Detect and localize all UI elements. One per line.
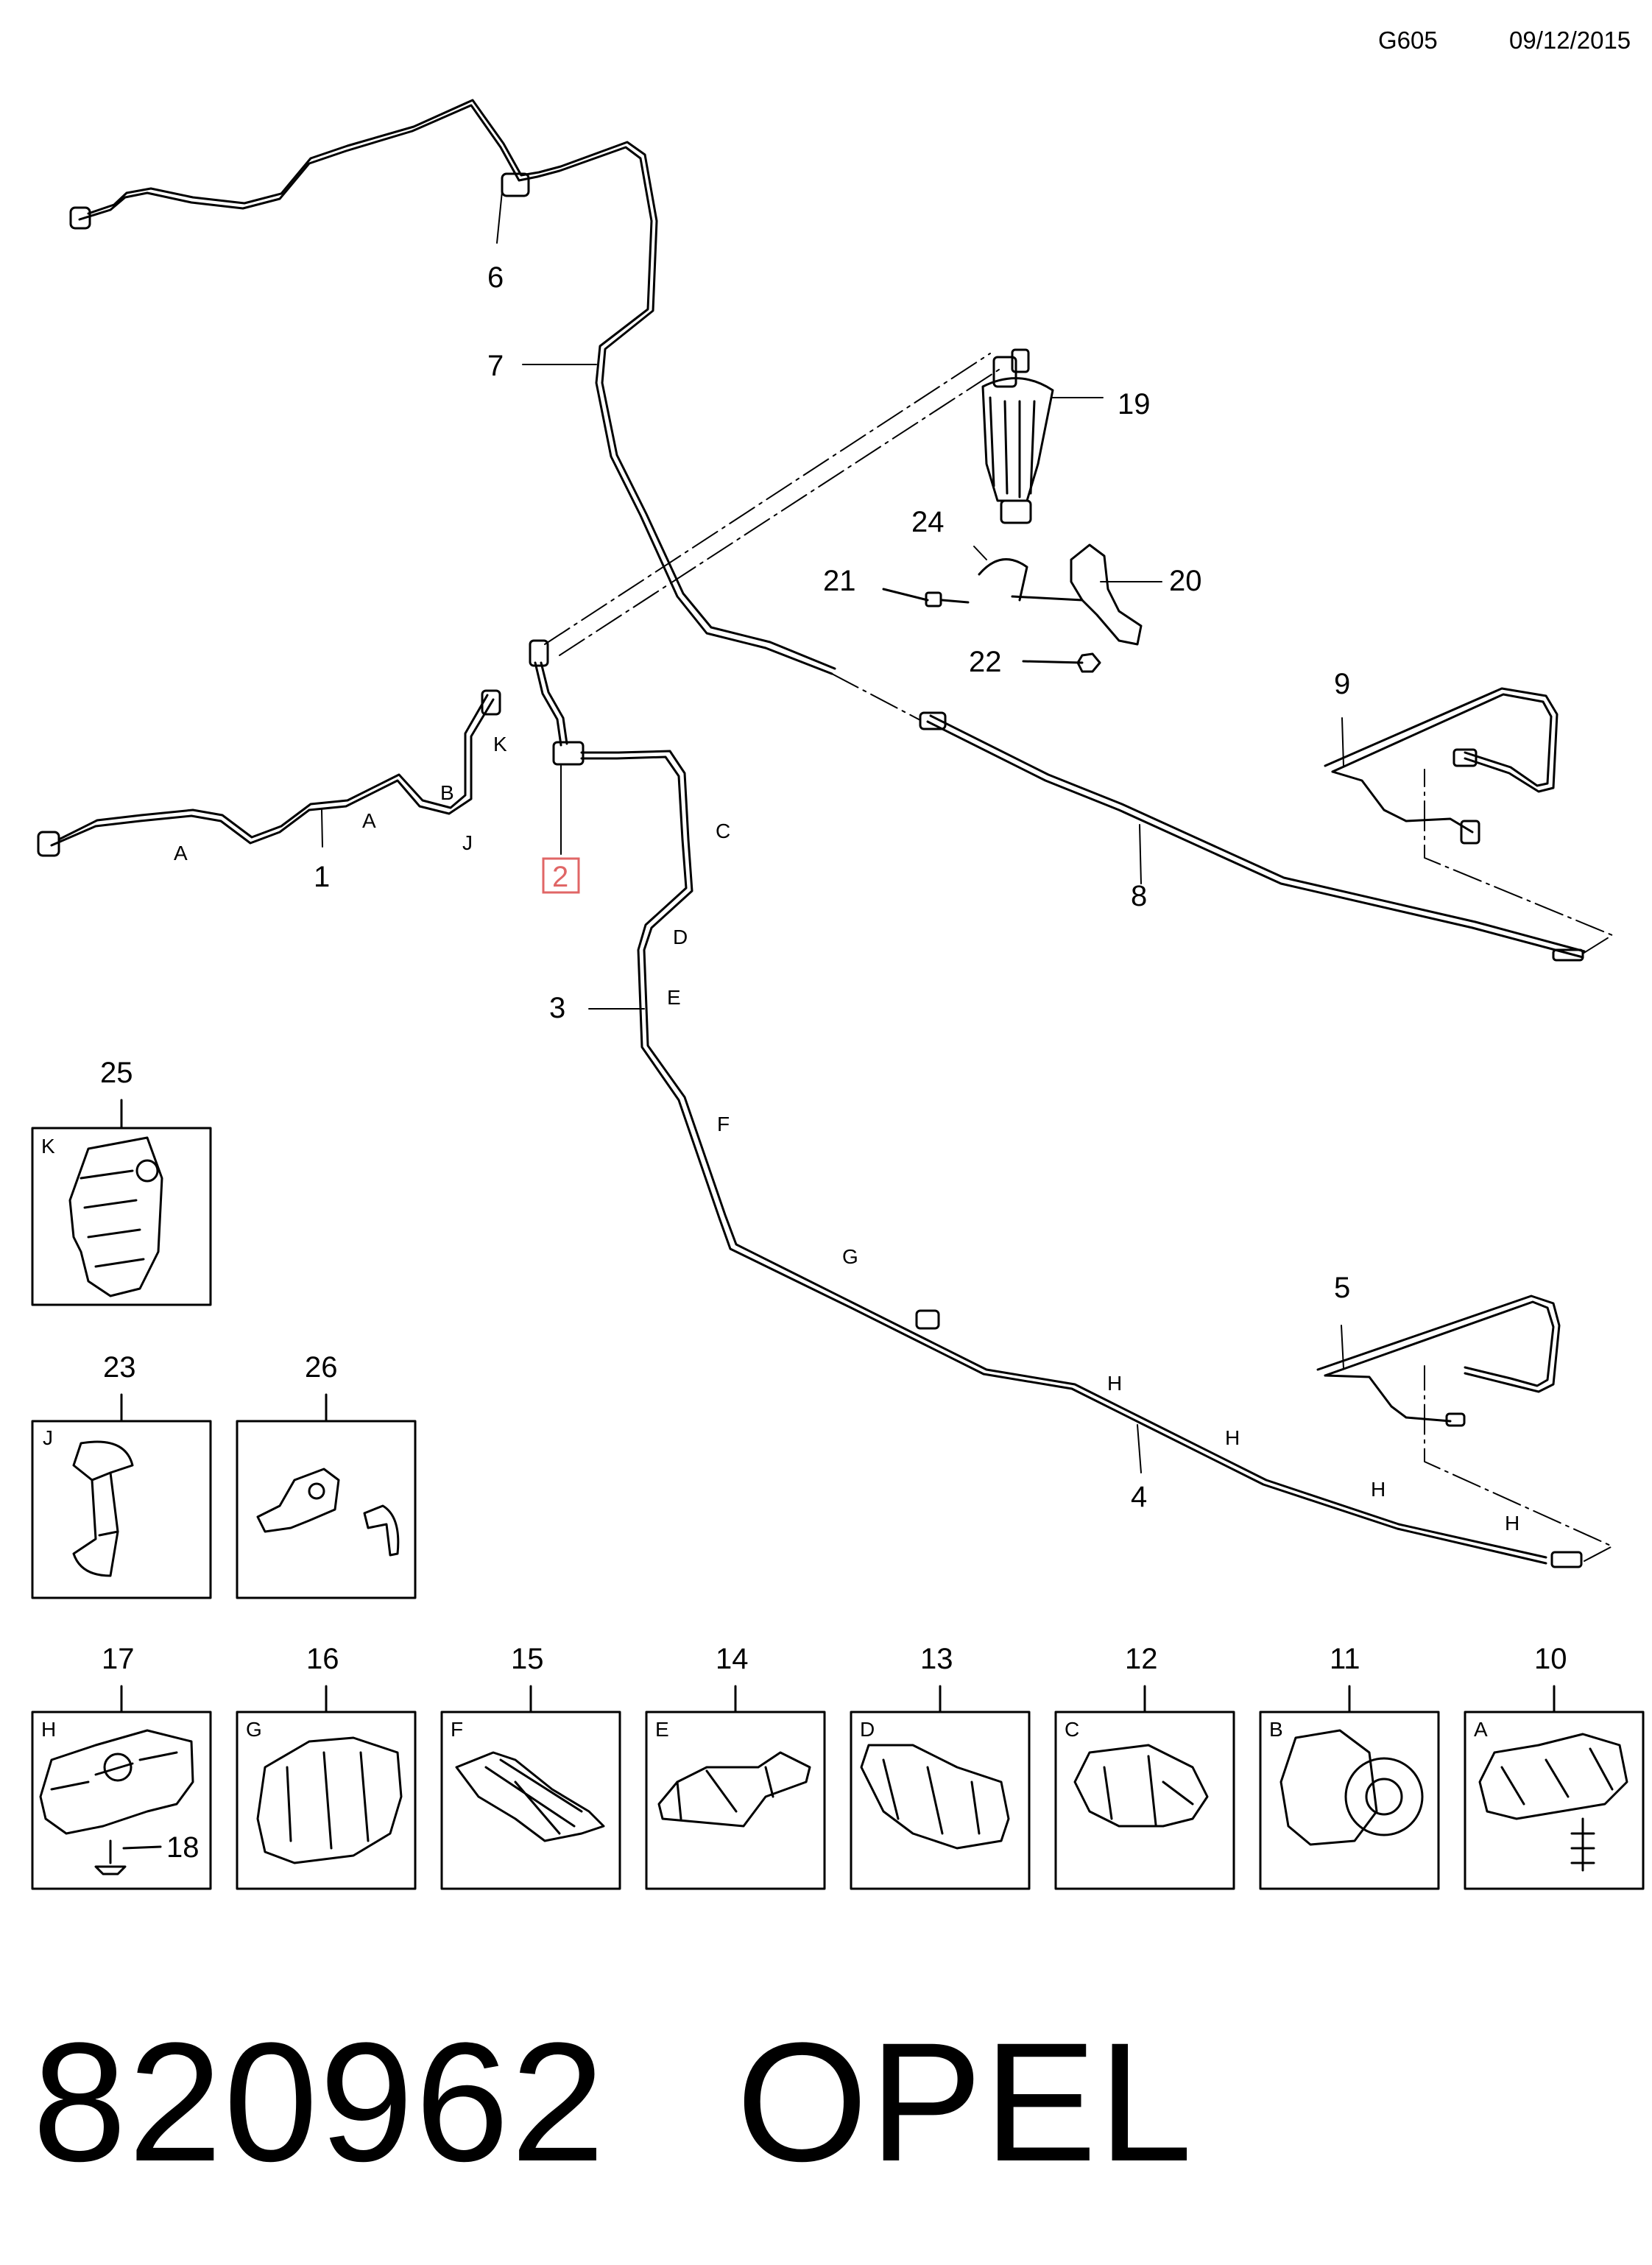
clip-letter-d: D — [860, 1718, 875, 1741]
route-letter-h: H — [1371, 1478, 1386, 1501]
clip-letter-g: G — [246, 1718, 262, 1741]
clip-number-16: 16 — [306, 1643, 339, 1675]
callout-20: 20 — [1169, 565, 1202, 597]
clip-box-25 — [31, 1099, 212, 1306]
clip-letter-f: F — [451, 1718, 463, 1741]
route-letter-g: G — [842, 1245, 858, 1268]
route-letter-f: F — [717, 1113, 730, 1135]
brand-name: OPEL — [736, 2007, 1194, 2197]
callout-2: 2 — [552, 861, 568, 893]
route-letter-h: H — [1107, 1372, 1122, 1395]
route-letter-j: J — [462, 831, 473, 854]
callout-9: 9 — [1334, 668, 1350, 700]
clip-number-13: 13 — [920, 1643, 953, 1675]
route-letter-a: A — [174, 842, 188, 864]
callout-21: 21 — [823, 565, 856, 597]
clip-box-26 — [236, 1393, 417, 1599]
clip-number-26: 26 — [305, 1351, 338, 1384]
clip-number-14: 14 — [716, 1643, 749, 1675]
clip-box-15 — [440, 1685, 621, 1890]
fuel-filter-19 — [981, 348, 1054, 524]
callout-7: 7 — [487, 350, 504, 382]
clip-box-16 — [236, 1685, 417, 1890]
route-letter-k: K — [493, 733, 507, 755]
route-letter-d: D — [673, 926, 688, 948]
clip-box-17 — [31, 1685, 212, 1890]
clip-box-10 — [1464, 1685, 1645, 1890]
clip-letter-b: B — [1269, 1718, 1283, 1741]
clip-letter-a: A — [1474, 1718, 1488, 1741]
clip-number-25: 25 — [100, 1057, 133, 1089]
route-letter-c: C — [716, 820, 730, 842]
route-letter-h: H — [1505, 1512, 1519, 1535]
clip-number-23: 23 — [103, 1351, 136, 1384]
route-letter-e: E — [667, 986, 681, 1009]
fuel-line-9 — [1324, 687, 1559, 845]
fuel-line-1 — [37, 689, 501, 857]
diagram-date: 09/12/2015 — [1509, 27, 1631, 54]
clip-box-23 — [31, 1393, 212, 1599]
clip-box-13 — [850, 1685, 1031, 1890]
clip-letter-k: K — [41, 1135, 55, 1158]
callout-22: 22 — [969, 646, 1002, 678]
clip-box-14 — [645, 1685, 826, 1890]
clip-number-18: 18 — [166, 1831, 200, 1864]
clip-number-15: 15 — [511, 1643, 544, 1675]
fuel-line-5 — [1316, 1294, 1561, 1427]
clip-letter-c: C — [1065, 1718, 1079, 1741]
callout-4: 4 — [1131, 1481, 1147, 1513]
clip-number-10: 10 — [1534, 1643, 1567, 1675]
part-number: 820962 — [32, 2007, 607, 2197]
route-letter-a: A — [362, 809, 376, 832]
diagram-code: G605 — [1378, 27, 1438, 54]
callout-3: 3 — [549, 992, 565, 1024]
highlight-box-part-2 — [542, 857, 580, 894]
callout-24: 24 — [911, 506, 945, 538]
callout-1: 1 — [314, 861, 330, 893]
clip-number-17: 17 — [102, 1643, 135, 1675]
fuel-line-7 — [69, 99, 836, 675]
clip-box-12 — [1054, 1685, 1235, 1890]
clip-letter-j: J — [43, 1426, 53, 1449]
fuel-line-2 — [529, 639, 585, 766]
clip-letter-e: E — [655, 1718, 669, 1741]
filter-bracket-20 — [978, 543, 1143, 646]
clip-number-12: 12 — [1125, 1643, 1158, 1675]
callout-5: 5 — [1334, 1272, 1350, 1304]
clip-letter-h: H — [41, 1718, 56, 1741]
fuel-line-8 — [919, 711, 1586, 962]
nut-22 — [1022, 652, 1101, 673]
clip-box-11 — [1259, 1685, 1440, 1890]
route-letter-b: B — [440, 781, 454, 804]
clip-number-11: 11 — [1330, 1643, 1360, 1675]
callout-8: 8 — [1131, 880, 1147, 912]
route-letter-h: H — [1225, 1426, 1240, 1449]
fuel-line-3 — [580, 750, 1583, 1568]
bolt-21 — [882, 588, 970, 607]
callout-6: 6 — [487, 261, 504, 294]
callout-19: 19 — [1118, 388, 1151, 420]
